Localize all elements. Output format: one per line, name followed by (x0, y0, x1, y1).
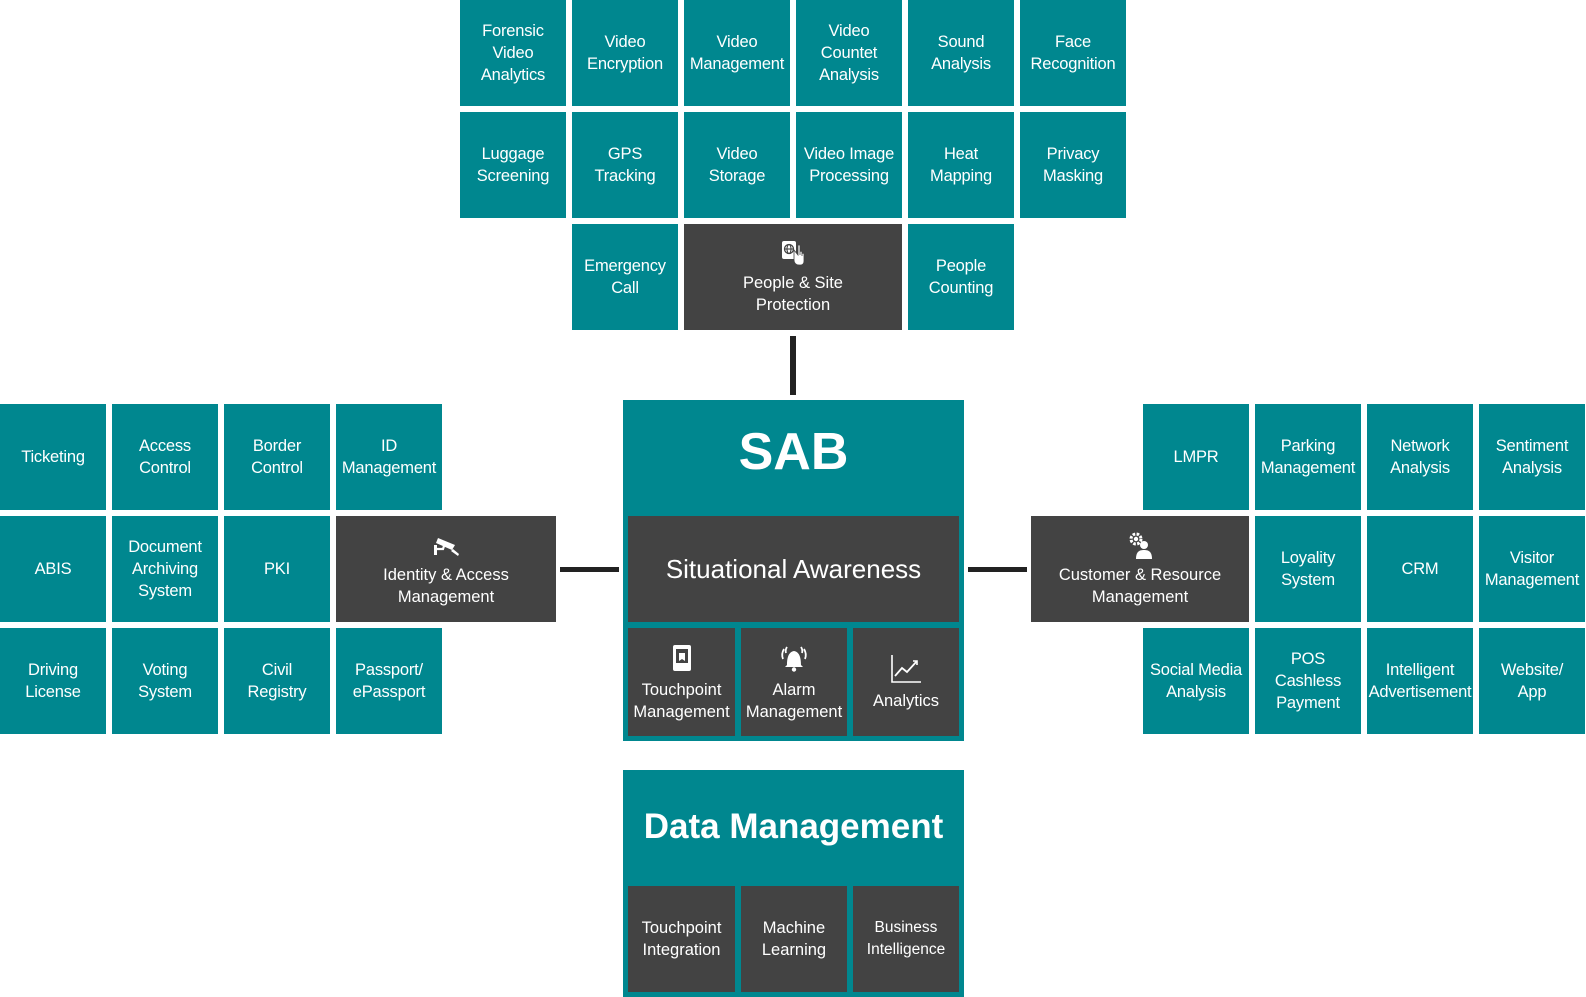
tile-loyality-system[interactable]: Loyality System (1255, 516, 1361, 622)
tile-driving-license[interactable]: Driving License (0, 628, 106, 734)
tile-video-storage[interactable]: Video Storage (684, 112, 790, 218)
security-camera-icon (434, 538, 459, 556)
module-label: Alarm Management (745, 681, 843, 721)
module-touchpoint-management[interactable]: Touchpoint Management (628, 628, 735, 736)
hub-label: Identity & Access Management (383, 566, 509, 606)
tile-privacy-masking[interactable]: Privacy Masking (1020, 112, 1126, 218)
tile-social-media-analysis[interactable]: Social Media Analysis (1143, 628, 1249, 734)
sab-title: SAB (738, 423, 849, 481)
data-management-title: Data Management (643, 807, 944, 846)
hand-globe-icon (782, 241, 805, 266)
tile-people-counting[interactable]: People Counting (908, 224, 1014, 330)
module-business-intelligence[interactable]: Business Intelligence (853, 886, 959, 992)
module-alarm-management[interactable]: Alarm Management (741, 628, 847, 736)
tile-border-control[interactable]: Border Control (224, 404, 330, 510)
connector-right (968, 567, 1027, 572)
tile-video-management[interactable]: Video Management (684, 0, 790, 106)
tile-id-management[interactable]: ID Management (336, 404, 442, 510)
module-label: Business Intelligence (866, 919, 946, 958)
connector-left (560, 567, 619, 572)
line-chart-icon (891, 655, 921, 683)
tile-video-image-processing[interactable]: Video Image Processing (796, 112, 902, 218)
tile-voting-system[interactable]: Voting System (112, 628, 218, 734)
situational-awareness[interactable]: Situational Awareness (628, 516, 959, 622)
tile-parking-management[interactable]: Parking Management (1255, 404, 1361, 510)
tile-visitor-management[interactable]: Visitor Management (1479, 516, 1585, 622)
tile-lmpr[interactable]: LMPR (1143, 404, 1249, 510)
tile-video-encryption[interactable]: Video Encryption (572, 0, 678, 106)
person-gears-icon (1129, 532, 1152, 559)
module-label: Touchpoint Integration (641, 919, 722, 959)
tile-pki[interactable]: PKI (224, 516, 330, 622)
tile-abis[interactable]: ABIS (0, 516, 106, 622)
hub-identity-access-management[interactable]: Identity & Access Management (336, 516, 556, 622)
module-machine-learning[interactable]: Machine Learning (741, 886, 847, 992)
tile-ticketing[interactable]: Ticketing (0, 404, 106, 510)
module-analytics[interactable]: Analytics (853, 628, 959, 736)
tile-gps-tracking[interactable]: GPS Tracking (572, 112, 678, 218)
tile-pos-cashless-payment[interactable]: POS Cashless Payment (1255, 628, 1361, 734)
tile-forensic-video-analytics[interactable]: Forensic Video Analytics (460, 0, 566, 106)
connector-top (790, 336, 796, 395)
situational-awareness-label: Situational Awareness (665, 554, 922, 584)
hub-label: Customer & Resource Management (1058, 566, 1222, 606)
tile-intelligent-advertisement[interactable]: Intelligent Advertisement (1367, 628, 1473, 734)
module-label: Touchpoint Management (633, 681, 730, 721)
tile-sentiment-analysis[interactable]: Sentiment Analysis (1479, 404, 1585, 510)
tile-civil-registry[interactable]: Civil Registry (224, 628, 330, 734)
touchpoint-device-icon (672, 645, 691, 671)
hub-people-site-protection[interactable]: People & Site Protection (684, 224, 902, 330)
hub-label: People & Site Protection (743, 274, 843, 314)
module-touchpoint-integration[interactable]: Touchpoint Integration (628, 886, 735, 992)
tile-crm[interactable]: CRM (1367, 516, 1473, 622)
module-label: Analytics (872, 692, 940, 710)
tile-website-app[interactable]: Website/ App (1479, 628, 1585, 734)
hub-customer-resource-management[interactable]: Customer & Resource Management (1031, 516, 1249, 622)
tile-passport-epassport[interactable]: Passport/ ePassport (336, 628, 442, 734)
tile-access-control[interactable]: Access Control (112, 404, 218, 510)
tile-luggage-screening[interactable]: Luggage Screening (460, 112, 566, 218)
tile-sound-analysis[interactable]: Sound Analysis (908, 0, 1014, 106)
tile-document-archiving-system[interactable]: Document Archiving System (112, 516, 218, 622)
tile-heat-mapping[interactable]: Heat Mapping (908, 112, 1014, 218)
alarm-bell-icon (781, 646, 807, 672)
module-label: Machine Learning (761, 919, 827, 959)
tile-emergency-call[interactable]: Emergency Call (572, 224, 678, 330)
tile-face-recognition[interactable]: Face Recognition (1020, 0, 1126, 106)
tile-network-analysis[interactable]: Network Analysis (1367, 404, 1473, 510)
tile-video-countet-analysis[interactable]: Video Countet Analysis (796, 0, 902, 106)
